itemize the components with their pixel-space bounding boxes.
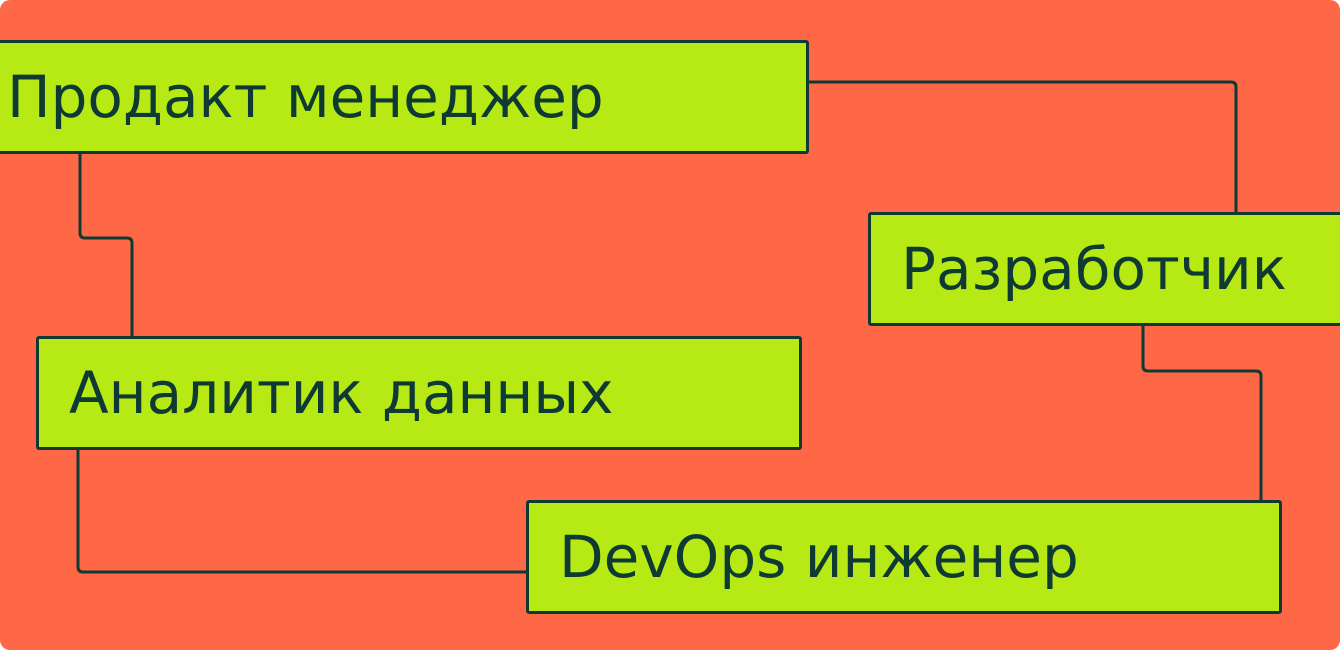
node-devops-engineer: DevOps инженер [526, 500, 1282, 614]
connector-analyst-to-devops [76, 448, 528, 574]
node-data-analyst-label: Аналитик данных [69, 359, 614, 427]
connector-product-to-analyst [78, 152, 134, 338]
node-developer: Разработчик [868, 212, 1340, 326]
node-product-manager-label: Продакт менеджер [7, 63, 604, 131]
connector-developer-to-devops [1141, 324, 1263, 502]
node-developer-label: Разработчик [901, 235, 1287, 303]
node-data-analyst: Аналитик данных [36, 336, 802, 450]
node-product-manager: Продакт менеджер [0, 40, 809, 154]
connector-product-to-developer [808, 80, 1238, 214]
node-devops-engineer-label: DevOps инженер [559, 523, 1079, 591]
